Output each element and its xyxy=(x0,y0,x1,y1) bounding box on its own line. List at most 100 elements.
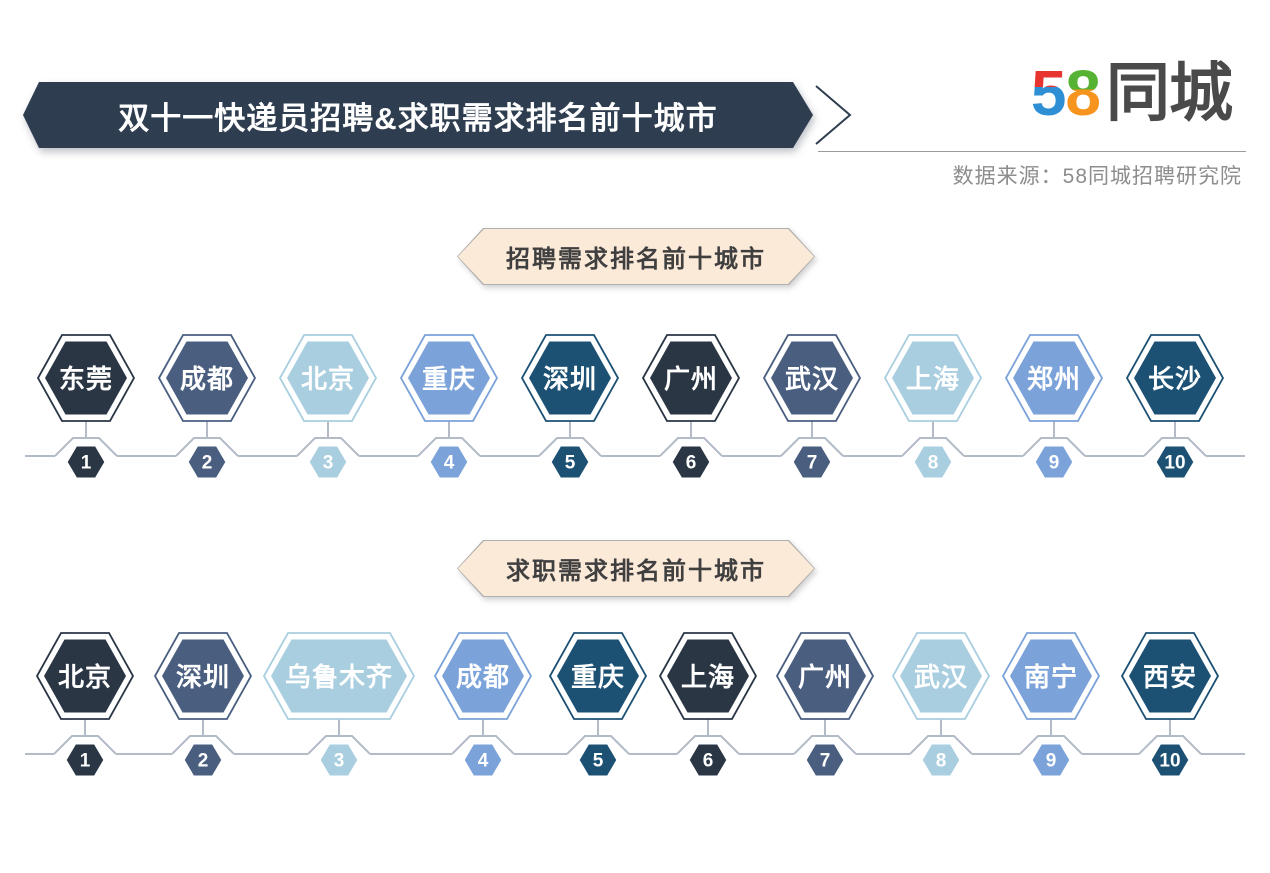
rank-hexagon xyxy=(669,443,713,481)
city-hexagon-outline xyxy=(658,632,758,720)
chevron-right-icon xyxy=(815,85,852,145)
rank-hexagon xyxy=(576,741,620,779)
rank-label: 9 xyxy=(1046,751,1057,772)
connector-bump xyxy=(901,437,965,457)
city-label: 北京 xyxy=(301,364,355,394)
city-label: 西安 xyxy=(1143,662,1197,692)
city-hexagon-outline xyxy=(548,632,648,720)
city-label: 武汉 xyxy=(914,662,968,692)
connector-bump xyxy=(54,437,118,457)
connector-bump xyxy=(307,735,371,755)
city-hexagon-outline xyxy=(262,632,416,720)
city-hexagon-outline xyxy=(1004,334,1104,422)
rank-hexagon xyxy=(63,741,107,779)
section-banner-fill: 招聘需求排名前十城市 xyxy=(458,229,814,284)
rank-hexagon xyxy=(427,443,471,481)
rank-hexagon xyxy=(306,443,350,481)
city-hexagon xyxy=(1013,341,1095,415)
city-hexagon xyxy=(1134,341,1216,415)
city-hexagon xyxy=(287,341,369,415)
connector-bump xyxy=(1019,735,1083,755)
section-banner-jobseeking: 求职需求排名前十城市 xyxy=(457,540,815,597)
connector-bump xyxy=(793,735,857,755)
city-hexagon-outline xyxy=(1125,334,1225,422)
rank-hexagon xyxy=(461,741,505,779)
connector-bump xyxy=(417,437,481,457)
rank-label: 10 xyxy=(1164,453,1185,474)
rank-label: 6 xyxy=(703,751,714,772)
city-label: 广州 xyxy=(664,364,718,394)
city-label: 重庆 xyxy=(422,364,476,394)
connector-bump xyxy=(676,735,740,755)
city-label: 乌鲁木齐 xyxy=(285,662,393,692)
city-hexagon-outline xyxy=(35,632,135,720)
rank-hexagon xyxy=(790,443,834,481)
rank-label: 3 xyxy=(323,453,334,474)
rank-hexagon xyxy=(1148,741,1192,779)
rank-hexagon xyxy=(1032,443,1076,481)
logo-digit-5: 5 xyxy=(1030,57,1067,129)
rank-label: 7 xyxy=(820,751,831,772)
city-hexagon-outline xyxy=(157,334,257,422)
section-banner-fill: 求职需求排名前十城市 xyxy=(458,541,814,596)
rank-label: 10 xyxy=(1159,751,1180,772)
city-label: 北京 xyxy=(58,662,112,692)
city-hexagon-outline xyxy=(433,632,533,720)
connector-bump xyxy=(780,437,844,457)
connector-bump xyxy=(1143,437,1207,457)
city-hexagon xyxy=(1010,639,1092,713)
city-hexagon-outline xyxy=(153,632,253,720)
city-hexagon xyxy=(784,639,866,713)
connector-bump xyxy=(53,735,117,755)
city-hexagon xyxy=(45,341,127,415)
rank-label: 2 xyxy=(202,453,213,474)
city-hexagon xyxy=(1129,639,1211,713)
city-hexagon xyxy=(900,639,982,713)
rank-hexagon xyxy=(919,741,963,779)
connector-bump xyxy=(909,735,973,755)
rank-label: 7 xyxy=(807,453,818,474)
logo-58tongcheng: 58同城 xyxy=(1030,57,1233,129)
header-divider xyxy=(818,151,1246,152)
rank-hexagon xyxy=(181,741,225,779)
connector-bump xyxy=(1138,735,1202,755)
section-banner-recruitment: 招聘需求排名前十城市 xyxy=(457,228,815,285)
city-label: 南宁 xyxy=(1024,662,1078,692)
rank-label: 8 xyxy=(928,453,939,474)
section-label: 求职需求排名前十城市 xyxy=(506,558,766,585)
section-label: 招聘需求排名前十城市 xyxy=(506,246,766,273)
rank-hexagon xyxy=(64,443,108,481)
city-hexagon xyxy=(667,639,749,713)
city-hexagon xyxy=(892,341,974,415)
logo-wordmark: 同城 xyxy=(1106,57,1233,129)
connector-bump xyxy=(175,437,239,457)
city-hexagon-outline xyxy=(641,334,741,422)
city-hexagon-outline xyxy=(775,632,875,720)
city-hexagon xyxy=(162,639,244,713)
title-banner: 双十一快递员招聘&求职需求排名前十城市 xyxy=(23,82,813,148)
city-hexagon xyxy=(442,639,524,713)
rank-hexagon xyxy=(911,443,955,481)
rank-hexagon xyxy=(1029,741,1073,779)
city-hexagon-outline xyxy=(36,334,136,422)
connector-bump xyxy=(566,735,630,755)
rank-label: 9 xyxy=(1049,453,1060,474)
city-hexagon-outline xyxy=(1001,632,1101,720)
city-label: 东莞 xyxy=(59,364,113,394)
city-hexagon xyxy=(408,341,490,415)
city-label: 武汉 xyxy=(785,364,839,394)
city-label: 广州 xyxy=(798,662,852,692)
rank-hexagon xyxy=(185,443,229,481)
city-label: 郑州 xyxy=(1027,364,1081,394)
city-label: 上海 xyxy=(906,364,960,394)
city-label: 成都 xyxy=(456,662,510,692)
city-label: 上海 xyxy=(681,662,735,692)
rank-label: 8 xyxy=(936,751,947,772)
connector-bump xyxy=(451,735,515,755)
city-hexagon-outline xyxy=(399,334,499,422)
rank-label: 6 xyxy=(686,453,697,474)
connector-bump xyxy=(538,437,602,457)
rank-hexagon xyxy=(1153,443,1197,481)
city-hexagon xyxy=(271,639,407,713)
